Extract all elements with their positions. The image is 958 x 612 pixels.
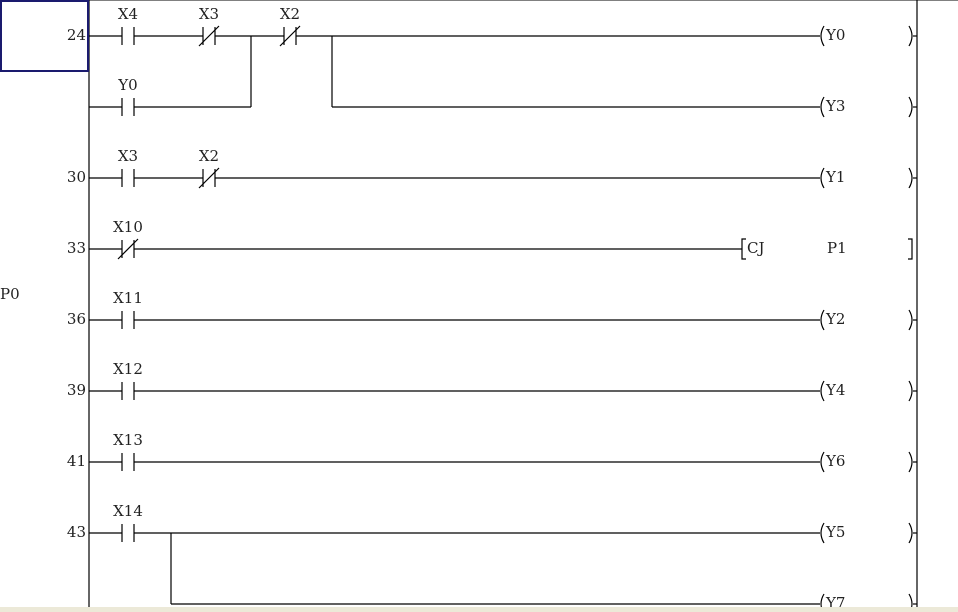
step-number: 33 <box>67 239 86 257</box>
instruction-operand[interactable]: P1 <box>827 239 847 257</box>
contact-label: X14 <box>113 502 143 520</box>
contact-label: X3 <box>199 5 219 23</box>
coil-close-paren <box>908 167 913 189</box>
coil-label[interactable]: Y2 <box>825 310 845 328</box>
contact-label: Y0 <box>117 76 137 94</box>
coil-open-paren <box>820 593 825 612</box>
step-number: 43 <box>67 523 86 541</box>
instruction-close-bracket <box>908 238 913 260</box>
coil-open-paren <box>820 309 825 331</box>
contact-label: X13 <box>113 431 143 449</box>
pointer-label: P0 <box>0 285 20 303</box>
contact-label: X2 <box>199 147 219 165</box>
top-border <box>0 0 958 1</box>
coil-close-paren <box>908 309 913 331</box>
step-number: 36 <box>67 310 86 328</box>
coil-close-paren <box>908 380 913 402</box>
nc-slash <box>279 25 301 47</box>
contact-label: X2 <box>280 5 300 23</box>
coil-label[interactable]: Y3 <box>825 97 845 115</box>
coil-open-paren <box>820 380 825 402</box>
selection-cursor <box>0 0 89 72</box>
coil-close-paren <box>908 451 913 473</box>
contact-label: X3 <box>118 147 138 165</box>
contact-label: X11 <box>113 289 143 307</box>
step-number: 24 <box>67 26 86 44</box>
coil-open-paren <box>820 25 825 47</box>
coil-label[interactable]: Y0 <box>825 26 845 44</box>
coil-close-paren <box>908 522 913 544</box>
coil-label[interactable]: Y1 <box>825 168 845 186</box>
coil-open-paren <box>820 522 825 544</box>
coil-label[interactable]: Y6 <box>825 452 845 470</box>
step-number: 30 <box>67 168 86 186</box>
nc-slash <box>198 167 220 189</box>
step-number: 41 <box>67 452 86 470</box>
step-number: 39 <box>67 381 86 399</box>
contact-label: X10 <box>113 218 143 236</box>
nc-slash <box>117 238 139 260</box>
coil-close-paren <box>908 25 913 47</box>
coil-open-paren <box>820 167 825 189</box>
coil-close-paren <box>908 96 913 118</box>
coil-open-paren <box>820 96 825 118</box>
coil-label[interactable]: Y5 <box>825 523 845 541</box>
contact-label: X4 <box>118 5 138 23</box>
horizontal-scrollbar[interactable] <box>0 607 958 612</box>
coil-open-paren <box>820 451 825 473</box>
instruction-open-bracket <box>741 238 746 260</box>
coil-close-paren <box>908 593 913 612</box>
contact-label: X12 <box>113 360 143 378</box>
nc-slash <box>198 25 220 47</box>
instruction-name[interactable]: CJ <box>747 239 765 257</box>
coil-label[interactable]: Y4 <box>825 381 845 399</box>
